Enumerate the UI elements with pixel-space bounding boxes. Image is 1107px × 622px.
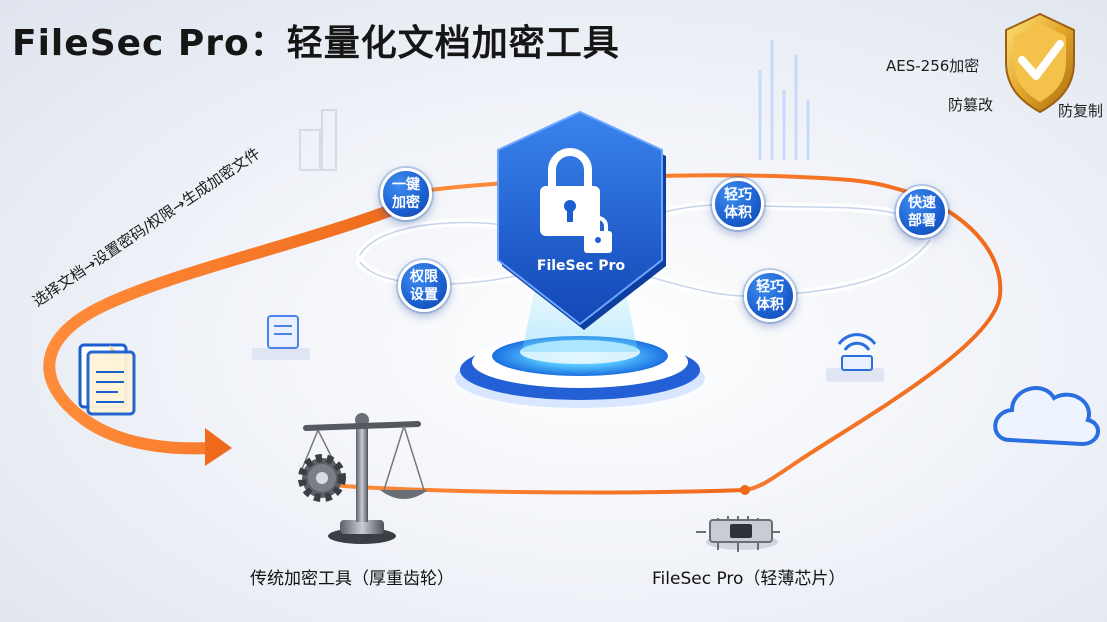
background-data-bars bbox=[758, 40, 810, 160]
device-icon bbox=[252, 315, 310, 360]
gear-icon bbox=[298, 454, 346, 502]
document-icon bbox=[78, 343, 136, 416]
cloud-icon bbox=[993, 386, 1100, 447]
anti-copy-label: 防复制 bbox=[1058, 102, 1104, 120]
page-title: FileSec Pro：轻量化文档加密工具 bbox=[12, 23, 620, 64]
glowing-pedestal bbox=[455, 262, 705, 408]
lock-icon bbox=[540, 148, 600, 236]
feature-badge-lightweight-bottom: 轻巧体积 bbox=[744, 270, 796, 322]
small-lock-icon bbox=[584, 216, 612, 253]
aes-label: AES-256加密 bbox=[886, 57, 980, 75]
path-node bbox=[740, 485, 750, 495]
chip-icon bbox=[696, 516, 780, 552]
anti-tamper-label: 防篡改 bbox=[948, 96, 994, 114]
feature-badge-permissions: 权限设置 bbox=[398, 260, 450, 312]
caption-traditional-tool: 传统加密工具（厚重齿轮） bbox=[250, 569, 454, 589]
wifi-router-icon bbox=[826, 333, 884, 382]
feature-badge-fast-deploy: 快速部署 bbox=[896, 186, 948, 238]
feature-badge-lightweight-top: 轻巧体积 bbox=[712, 178, 764, 230]
shield-product-label: FileSec Pro bbox=[536, 258, 626, 274]
gold-shield-icon bbox=[1005, 12, 1075, 114]
feature-badge-one-click: 一键加密 bbox=[380, 168, 432, 220]
background-building-outline bbox=[299, 109, 337, 171]
orange-arrow-head bbox=[205, 428, 232, 466]
balance-scale-icon bbox=[299, 413, 428, 544]
caption-filesec-chip: FileSec Pro（轻薄芯片） bbox=[652, 569, 846, 589]
